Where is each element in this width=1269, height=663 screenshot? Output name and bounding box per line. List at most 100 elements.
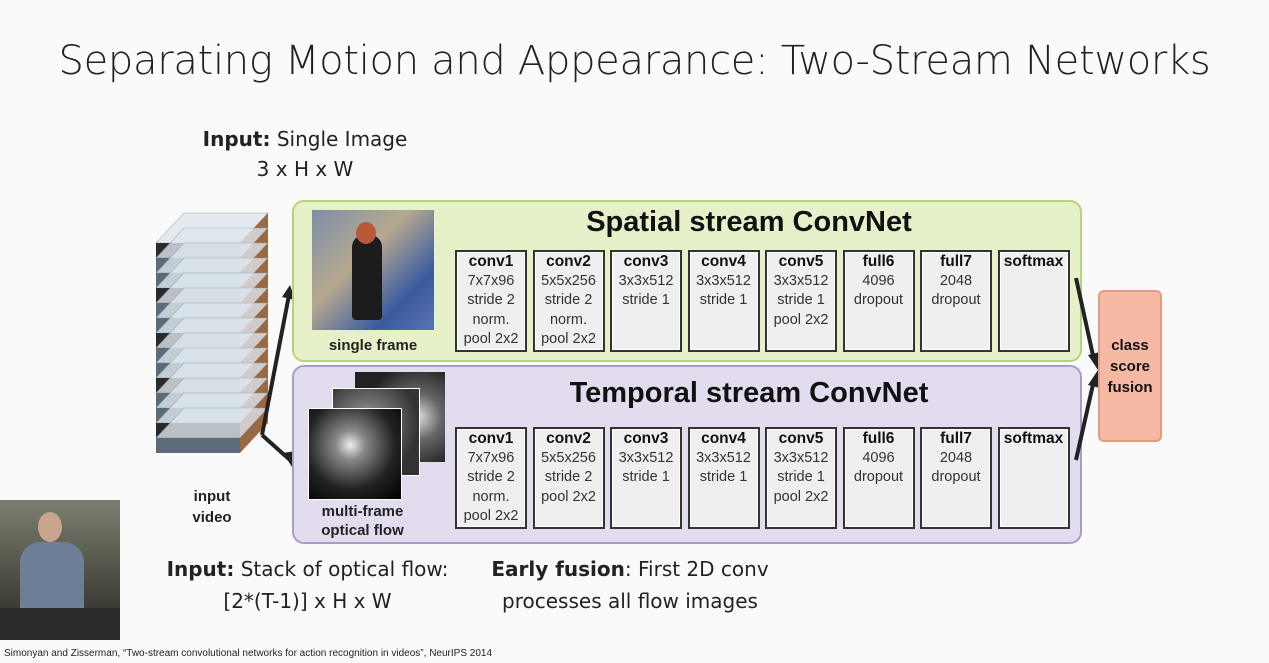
spatial-layer-softmax: softmax [997,250,1070,352]
label-line: score [1109,357,1151,375]
layer-param: stride 1 [777,469,825,485]
layer-param: stride 1 [622,292,670,308]
layer-param: pool 2x2 [463,331,519,347]
layer-param: stride 2 [544,292,593,308]
spatial-stream-title: Spatial stream ConvNet [586,206,912,238]
layer-name: conv4 [701,430,746,447]
layer-name: full6 [862,253,895,270]
input-flow-caption: Input: Stack of optical flow: [2*(T-1)] … [150,557,465,613]
layer-param: pool 2x2 [773,311,829,328]
layer-param: stride 2 [467,292,515,308]
layer-param: norm. [472,488,510,505]
layer-param: dropout [931,292,981,308]
layer-name: softmax [1003,253,1064,270]
layer-name: conv2 [546,253,591,270]
layer-name: softmax [1003,430,1064,447]
label-line: class [1111,336,1149,354]
spatial-layer-full7: full7 2048 dropout [920,250,992,352]
layer-name: full6 [862,430,895,447]
temporal-layer-full7: full7 2048 dropout [920,427,992,529]
layer-name: conv3 [623,430,669,447]
layer-param: pool 2x2 [541,331,596,347]
input-video-stack-icon [155,212,295,467]
fusion-arrows-icon [1074,277,1100,461]
input-text: Single Image [270,127,408,151]
input-label: Input: [202,127,271,151]
optical-flow-image [308,408,402,500]
input-label: Input: [166,557,235,581]
temporal-layer-full6: full6 4096 dropout [842,427,915,529]
early-fusion-label: Early fusion [491,557,625,581]
spatial-layer-conv2: conv2 5x5x256 stride 2 norm. pool 2x2 [532,250,605,352]
input-dims: 3 x H x W [256,157,354,181]
spatial-layer-conv4: conv4 3x3x512 stride 1 [687,250,760,352]
layer-param: stride 1 [622,469,670,485]
layer-param: 2048 [939,272,973,289]
single-frame-label: single frame [328,337,418,354]
input-image-caption: Input: Single Image 3 x H x W [180,127,430,181]
layer-param: stride 1 [699,469,748,485]
temporal-stream-title: Temporal stream ConvNet [569,377,929,409]
layer-name: full7 [940,253,972,270]
layer-param: pool 2x2 [541,488,596,505]
layer-param: 7x7x96 [467,449,515,466]
slide-title: Separating Motion and Appearance: Two-St… [58,38,1211,84]
optical-flow-label: multi-frame optical flow [305,502,420,540]
temporal-layer-conv4: conv4 3x3x512 stride 1 [687,427,760,529]
temporal-layer-conv3: conv3 3x3x512 stride 1 [610,427,682,529]
layer-name: conv3 [623,253,669,270]
layer-name: conv1 [468,430,514,447]
spatial-layer-conv5: conv5 3x3x512 stride 1 pool 2x2 [765,250,837,352]
layer-param: 3x3x512 [773,449,829,466]
layer-param: 2048 [939,449,973,466]
layer-param: 3x3x512 [696,272,751,289]
early-fusion-caption: Early fusion: First 2D conv processes al… [480,557,780,613]
label-line: fusion [1107,378,1153,396]
layer-param: dropout [931,469,981,485]
layer-param: 4096 [862,272,895,289]
input-video-label: input video [172,486,252,528]
citation: Simonyan and Zisserman, “Two-stream conv… [4,648,493,659]
layer-param: 7x7x96 [467,272,515,289]
layer-name: conv2 [546,430,591,447]
label-line: optical flow [321,522,404,539]
layer-param: stride 2 [467,469,515,485]
layer-param: 4096 [862,449,895,466]
layer-param: stride 1 [699,292,748,308]
early-fusion-text: : First 2D conv [624,557,769,581]
input-text: Stack of optical flow: [234,557,449,581]
single-frame-image [312,210,434,330]
layer-param: dropout [853,469,904,485]
layer-param: norm. [472,311,510,328]
layer-param: norm. [549,311,588,328]
label-line: video [192,509,232,526]
layer-name: conv5 [778,430,824,447]
speaker-webcam-video [0,500,120,640]
label-line: input [193,488,231,505]
temporal-layer-conv5: conv5 3x3x512 stride 1 pool 2x2 [765,427,837,529]
layer-name: conv4 [701,253,746,270]
spatial-layer-full6: full6 4096 dropout [842,250,915,352]
layer-param: 5x5x256 [541,449,596,466]
layer-param: dropout [853,292,904,308]
layer-name: conv1 [468,253,514,270]
label-line: multi-frame [321,503,404,520]
layer-param: 3x3x512 [773,272,829,289]
layer-param: pool 2x2 [463,508,519,524]
class-score-fusion-box: class score fusion [1098,290,1162,442]
layer-param: stride 2 [544,469,593,485]
layer-param: stride 1 [777,292,825,308]
layer-param: 3x3x512 [618,449,674,466]
layer-name: conv5 [778,253,824,270]
temporal-layer-conv2: conv2 5x5x256 stride 2 pool 2x2 [532,427,605,529]
layer-name: full7 [940,430,972,447]
early-fusion-line2: processes all flow images [502,589,758,613]
temporal-layer-softmax: softmax [997,427,1070,529]
temporal-layer-conv1: conv1 7x7x96 stride 2 norm. pool 2x2 [455,427,527,529]
layer-param: 5x5x256 [541,272,596,289]
spatial-layer-conv1: conv1 7x7x96 stride 2 norm. pool 2x2 [455,250,527,352]
input-dims: [2*(T-1)] x H x W [223,589,392,613]
layer-param: pool 2x2 [773,488,829,505]
layer-param: 3x3x512 [696,449,751,466]
